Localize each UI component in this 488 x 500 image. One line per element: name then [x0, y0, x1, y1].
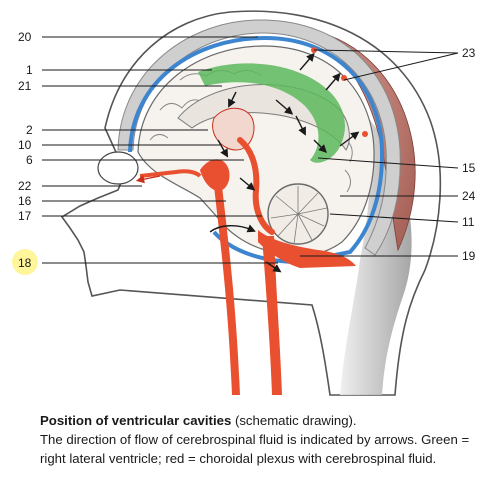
highlight-marker	[12, 249, 38, 275]
label-17: 17	[18, 209, 32, 223]
label-11: 11	[462, 215, 475, 229]
label-2: 2	[26, 123, 33, 137]
leader-lines	[42, 36, 459, 264]
ventricle-diagram: 20 1 21 2 10 6 22 16 17 18 23 15 24 11 1…	[12, 10, 476, 396]
choroid-plexus-red	[200, 159, 230, 191]
label-24: 24	[462, 189, 476, 203]
vertebral-vessel-red	[214, 186, 240, 395]
label-22: 22	[18, 179, 32, 193]
aqueduct-red	[237, 137, 275, 235]
cerebellum	[267, 183, 329, 245]
caption-title-note: (schematic drawing).	[231, 413, 357, 428]
caption-title: Position of ventricular cavities	[40, 413, 232, 428]
csf-flow-arrows	[135, 52, 360, 273]
label-10: 10	[18, 138, 32, 152]
caption-body: The direction of flow of cerebrospinal f…	[40, 432, 470, 466]
label-19: 19	[462, 249, 476, 263]
label-1: 1	[26, 63, 33, 77]
spinal-canal-red	[262, 236, 282, 395]
scalp-tissue	[309, 29, 416, 252]
label-18: 18	[18, 256, 32, 270]
label-6: 6	[26, 153, 33, 167]
figure-labels: 20 1 21 2 10 6 22 16 17 18 23 15 24 11 1…	[18, 30, 476, 270]
figure-caption: Position of ventricular cavities (schema…	[40, 411, 480, 468]
label-21: 21	[18, 79, 32, 93]
label-20: 20	[18, 30, 32, 44]
lateral-ventricle	[198, 63, 345, 163]
label-15: 15	[462, 161, 476, 175]
label-16: 16	[18, 194, 32, 208]
eye	[97, 151, 139, 185]
cisterna-red	[258, 230, 356, 268]
skull-bone	[117, 19, 401, 256]
label-23: 23	[462, 46, 476, 60]
nasal-vessel-red	[139, 169, 202, 178]
